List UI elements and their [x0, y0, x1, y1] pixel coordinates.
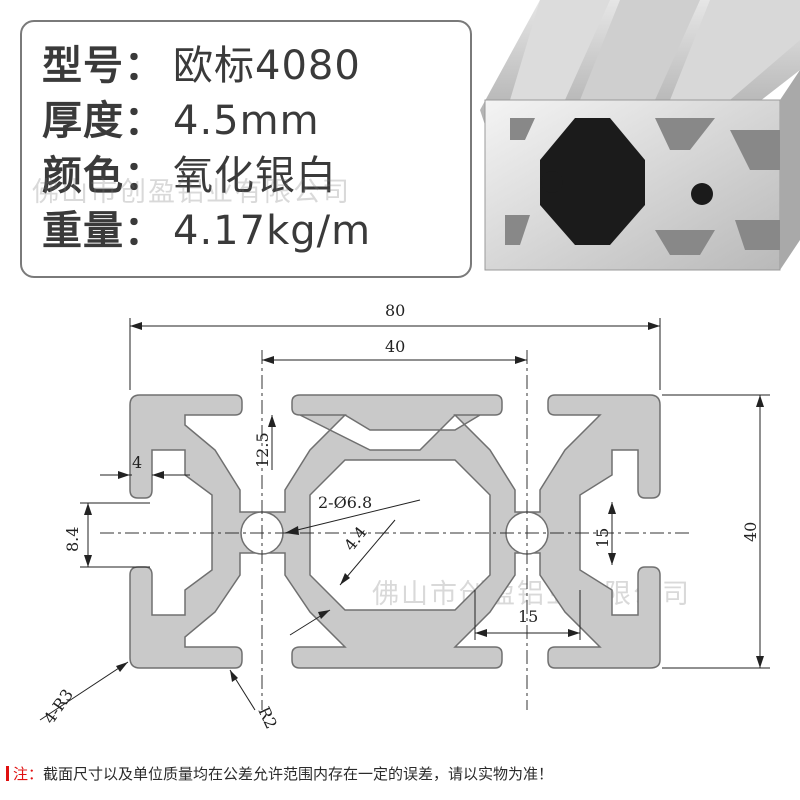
dim-web: 4.4 — [340, 523, 371, 555]
note-text: 截面尺寸以及单位质量均在公差允许范围内存在一定的误差，请以实物为准！ — [43, 765, 554, 783]
spec-color-label: 颜色： — [42, 153, 165, 199]
watermark-middle: 佛山市创盈铝业有限公司 — [372, 579, 691, 610]
profile-outline — [129, 394, 661, 669]
dimension-lines — [39, 318, 770, 721]
spec-weight-label: 重量： — [42, 208, 165, 254]
dim-wall: 4 — [132, 453, 142, 472]
dim-slot-opening: 8.4 — [63, 527, 82, 552]
spec-model: 型号：欧标4080 — [42, 40, 361, 92]
footnote: 注：截面尺寸以及单位质量均在公差允许范围内存在一定的误差，请以实物为准！ — [6, 762, 553, 786]
spec-weight-value: 4.17kg/m — [173, 208, 372, 254]
center-lines — [100, 350, 690, 710]
spec-model-value: 欧标4080 — [173, 43, 361, 89]
dim-slot-depth: 12.5 — [253, 432, 272, 468]
spec-weight: 重量：4.17kg/m — [42, 205, 371, 257]
dim-hole-spacing: 40 — [385, 337, 405, 356]
spec-thickness-label: 厚度： — [42, 98, 165, 144]
spec-thickness-value: 4.5mm — [173, 98, 320, 144]
dimension-arrows — [84, 322, 764, 682]
cross-section-drawing: 80 40 40 12.5 4 8.4 2-Ø6.8 4.4 15 15 4-R… — [39, 301, 770, 732]
note-marker — [6, 766, 9, 781]
dim-inner-height: 15 — [593, 528, 612, 548]
dim-overall-width: 80 — [385, 301, 405, 320]
spec-thickness: 厚度：4.5mm — [42, 95, 320, 147]
dim-inner-radius: R2 — [254, 704, 281, 732]
note-prefix: 注： — [13, 765, 44, 783]
spec-color-value: 氧化银白 — [173, 153, 337, 199]
profile-3d-image — [480, 0, 800, 271]
dim-inner-width: 15 — [518, 607, 538, 626]
spec-model-label: 型号： — [42, 43, 165, 89]
spec-box: 型号：欧标4080 厚度：4.5mm 颜色：氧化银白 重量：4.17kg/m — [20, 20, 472, 278]
watermark-top: 佛山市创盈铝业有限公司 — [32, 177, 351, 208]
dim-outer-radius: 4-R3 — [40, 685, 77, 727]
dim-height: 40 — [741, 522, 760, 542]
dim-holes: 2-Ø6.8 — [318, 493, 372, 512]
spec-color: 颜色：氧化银白 — [42, 150, 337, 202]
